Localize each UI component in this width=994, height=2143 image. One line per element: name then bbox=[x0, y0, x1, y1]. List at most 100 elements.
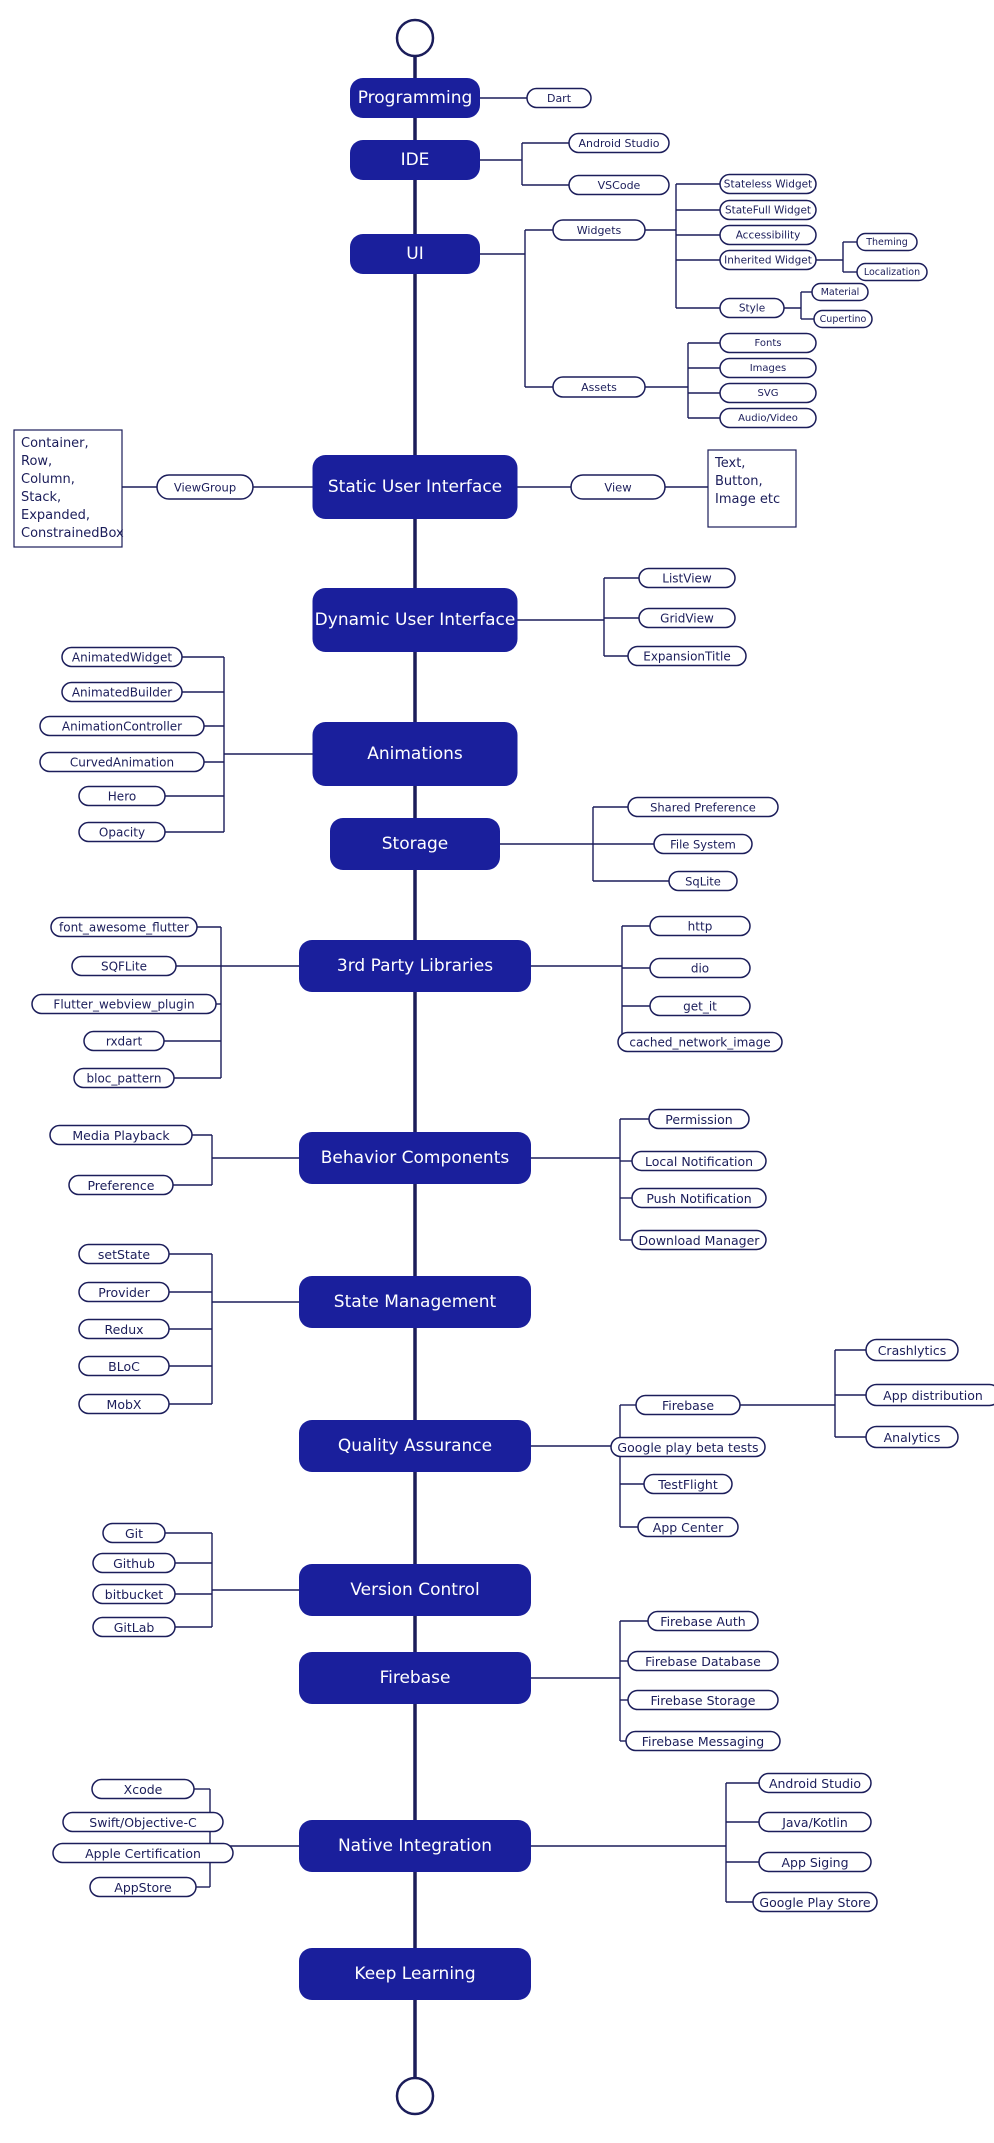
node-label: Widgets bbox=[577, 224, 622, 237]
node-curvedanimation: CurvedAnimation bbox=[39, 751, 205, 773]
node-label: dio bbox=[691, 962, 709, 976]
note-line: Image etc bbox=[715, 492, 780, 507]
main-node-native: Native Integration bbox=[299, 1820, 531, 1872]
node-crashlytics: Crashlytics bbox=[865, 1338, 959, 1362]
node-audio-video: Audio/Video bbox=[719, 407, 817, 429]
node-rxdart: rxdart bbox=[83, 1030, 165, 1052]
node-fonts: Fonts bbox=[719, 332, 817, 354]
node-android-studio: Android Studio bbox=[568, 132, 670, 154]
node-appstore: AppStore bbox=[89, 1876, 197, 1898]
node-label: Audio/Video bbox=[738, 413, 798, 424]
node-label: File System bbox=[670, 838, 736, 852]
node-view: View bbox=[570, 474, 666, 500]
node-label: Localization bbox=[864, 267, 920, 278]
node-label: Opacity bbox=[99, 826, 145, 840]
node-label: Permission bbox=[665, 1112, 732, 1127]
node-github: Github bbox=[92, 1552, 176, 1574]
node-label: setState bbox=[98, 1247, 151, 1262]
node-mobx: MobX bbox=[78, 1393, 170, 1415]
node-bitbucket: bitbucket bbox=[92, 1583, 176, 1605]
main-node-label: Native Integration bbox=[338, 1836, 492, 1856]
main-node-label: 3rd Party Libraries bbox=[337, 956, 493, 976]
node-label: Images bbox=[750, 363, 787, 374]
node-label: Stateless Widget bbox=[724, 179, 812, 191]
node-label: AnimatedBuilder bbox=[72, 686, 172, 700]
node-label: AnimatedWidget bbox=[72, 651, 172, 665]
node-assets: Assets bbox=[552, 376, 646, 398]
node-label: App Siging bbox=[781, 1855, 848, 1870]
node-label: Firebase Database bbox=[645, 1654, 761, 1669]
node-label: App Center bbox=[653, 1520, 724, 1535]
node-inherited-widget: Inherited Widget bbox=[719, 249, 817, 271]
node-label: Redux bbox=[104, 1322, 143, 1337]
node-media-playback: Media Playback bbox=[49, 1124, 193, 1146]
node-bloc-pattern: bloc_pattern bbox=[73, 1067, 175, 1089]
node-listview: ListView bbox=[638, 567, 736, 589]
node-vscode: VSCode bbox=[568, 174, 670, 196]
node-animationcontroller: AnimationController bbox=[39, 715, 205, 737]
note-line: Text, bbox=[714, 456, 745, 471]
node-firebase: Firebase bbox=[635, 1394, 741, 1416]
node-stateless-widget: Stateless Widget bbox=[719, 173, 817, 195]
node-apple-certification: Apple Certification bbox=[52, 1842, 234, 1864]
node-label: VSCode bbox=[598, 179, 641, 192]
node-theming: Theming bbox=[856, 232, 918, 252]
node-viewgroup: ViewGroup bbox=[156, 474, 254, 500]
node-http: http bbox=[649, 915, 751, 937]
node-label: ListView bbox=[662, 572, 712, 586]
node-localization: Localization bbox=[856, 262, 928, 282]
main-node-dynamic-ui: Dynamic User Interface bbox=[312, 588, 518, 652]
node-google-play-beta-tests: Google play beta tests bbox=[610, 1436, 766, 1458]
node-label: Material bbox=[821, 287, 860, 298]
node-firebase-database: Firebase Database bbox=[627, 1650, 779, 1672]
node-download-manager: Download Manager bbox=[631, 1229, 767, 1251]
main-node-static-ui: Static User Interface bbox=[312, 455, 518, 519]
node-label: Flutter_webview_plugin bbox=[53, 998, 194, 1012]
node-swift-objective-c: Swift/Objective-C bbox=[62, 1811, 224, 1833]
node-preference: Preference bbox=[68, 1174, 174, 1196]
node-label: Firebase Storage bbox=[651, 1693, 756, 1708]
node-label: ExpansionTitle bbox=[643, 650, 731, 664]
node-label: get_it bbox=[683, 1000, 717, 1014]
main-node-state-mgmt: State Management bbox=[299, 1276, 531, 1328]
node-svg: SVG bbox=[719, 382, 817, 404]
node-testflight: TestFlight bbox=[643, 1473, 733, 1495]
main-node-keep-learning: Keep Learning bbox=[299, 1948, 531, 2000]
main-node-label: Version Control bbox=[350, 1580, 479, 1600]
node-label: Xcode bbox=[124, 1782, 163, 1797]
node-label: Android Studio bbox=[769, 1776, 861, 1791]
node-sqflite: SQFLite bbox=[71, 955, 177, 977]
main-node-version-control: Version Control bbox=[299, 1564, 531, 1616]
node-label: Apple Certification bbox=[85, 1846, 201, 1861]
node-widgets: Widgets bbox=[552, 219, 646, 241]
node-label: TestFlight bbox=[657, 1477, 718, 1492]
node-hero: Hero bbox=[78, 785, 166, 807]
note-line: Expanded, bbox=[21, 508, 90, 523]
node-shared-preference: Shared Preference bbox=[627, 796, 779, 818]
note-line: Button, bbox=[715, 474, 763, 489]
main-node-label: Storage bbox=[382, 834, 449, 854]
node-animatedbuilder: AnimatedBuilder bbox=[61, 681, 183, 703]
node-label: Google play beta tests bbox=[617, 1440, 758, 1455]
node-label: Github bbox=[113, 1556, 155, 1571]
node-xcode: Xcode bbox=[91, 1778, 195, 1800]
main-node-label: Behavior Components bbox=[321, 1148, 510, 1168]
node-git: Git bbox=[102, 1522, 166, 1544]
node-label: AppStore bbox=[114, 1880, 172, 1895]
node-app-siging: App Siging bbox=[758, 1851, 872, 1873]
node-label: Media Playback bbox=[72, 1128, 170, 1143]
node-label: Android Studio bbox=[578, 137, 659, 150]
view-note: Text, Button, Image etc bbox=[707, 449, 797, 528]
start-circle bbox=[395, 18, 435, 58]
node-app-distribution: App distribution bbox=[865, 1383, 994, 1407]
node-permission: Permission bbox=[648, 1108, 750, 1130]
node-dio: dio bbox=[649, 957, 751, 979]
node-label: MobX bbox=[107, 1397, 142, 1412]
main-node-third-party: 3rd Party Libraries bbox=[299, 940, 531, 992]
node-sqlite: SqLite bbox=[668, 870, 738, 892]
node-label: Firebase Auth bbox=[660, 1614, 745, 1629]
main-node-label: Quality Assurance bbox=[338, 1436, 492, 1456]
node-label: Local Notification bbox=[645, 1154, 753, 1169]
node-get-it: get_it bbox=[649, 995, 751, 1017]
node-setstate: setState bbox=[78, 1243, 170, 1265]
